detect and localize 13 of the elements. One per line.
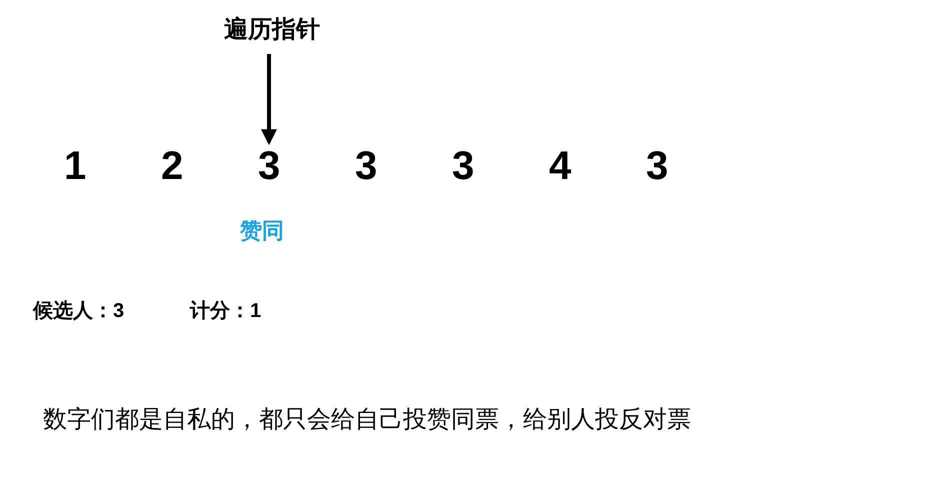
- number-text: 3: [355, 146, 378, 186]
- pointer-label: 遍历指针: [224, 18, 320, 42]
- number-text: 4: [549, 146, 572, 186]
- vote-label: 赞同: [240, 220, 284, 242]
- score-text: 计分：1: [190, 301, 262, 321]
- arrow: [261, 54, 277, 146]
- candidate-text: 候选人：3: [33, 301, 124, 321]
- number-text: 3: [646, 146, 668, 186]
- note-text: 数字们都是自私的，都只会给自己投赞同票，给别人投反对票: [43, 408, 691, 432]
- number-text: 2: [161, 146, 184, 186]
- number-text: 3: [452, 146, 474, 186]
- number-text: 1: [64, 146, 86, 186]
- number-text: 3: [258, 146, 280, 186]
